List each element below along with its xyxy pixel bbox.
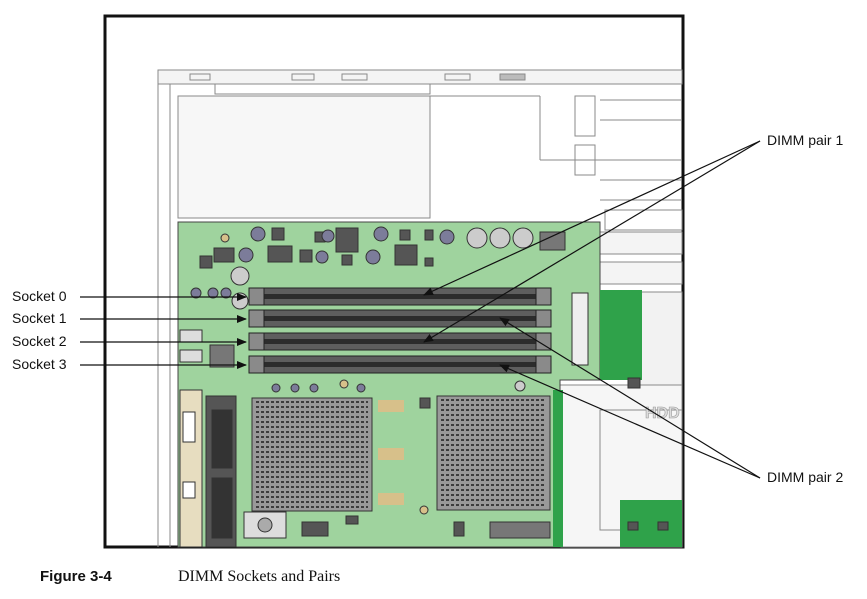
socket-1-label: Socket 1 — [12, 310, 67, 326]
socket-2-label: Socket 2 — [12, 333, 67, 349]
pair-leader-lines — [423, 140, 761, 479]
socket-leader-lines — [80, 293, 247, 369]
figure-number: Figure 3-4 — [40, 568, 112, 585]
svg-text:HDD: HDD — [645, 405, 680, 422]
dimm-slot-0 — [248, 287, 552, 306]
figure-title: DIMM Sockets and Pairs — [178, 568, 341, 585]
pair-2-leader-b — [499, 364, 761, 479]
dimm-slot-3 — [248, 355, 552, 374]
socket-0-label: Socket 0 — [12, 288, 67, 304]
board-components — [179, 226, 669, 539]
rear-io-connectors — [179, 389, 237, 548]
dimm-slot-2 — [248, 332, 552, 351]
pair-1-leader-a — [423, 140, 761, 296]
dimm-pair-1-label: DIMM pair 1 — [767, 132, 844, 148]
dimm-slot-1 — [248, 309, 552, 328]
socket-3-label: Socket 3 — [12, 356, 67, 372]
cpu-heatsinks — [251, 395, 551, 512]
dimm-slots — [248, 287, 552, 374]
pair-2-leader-a — [499, 317, 761, 479]
dimm-pair-2-label: DIMM pair 2 — [767, 469, 844, 485]
chassis-drawing — [157, 69, 683, 547]
pair-1-leader-b — [423, 140, 761, 343]
